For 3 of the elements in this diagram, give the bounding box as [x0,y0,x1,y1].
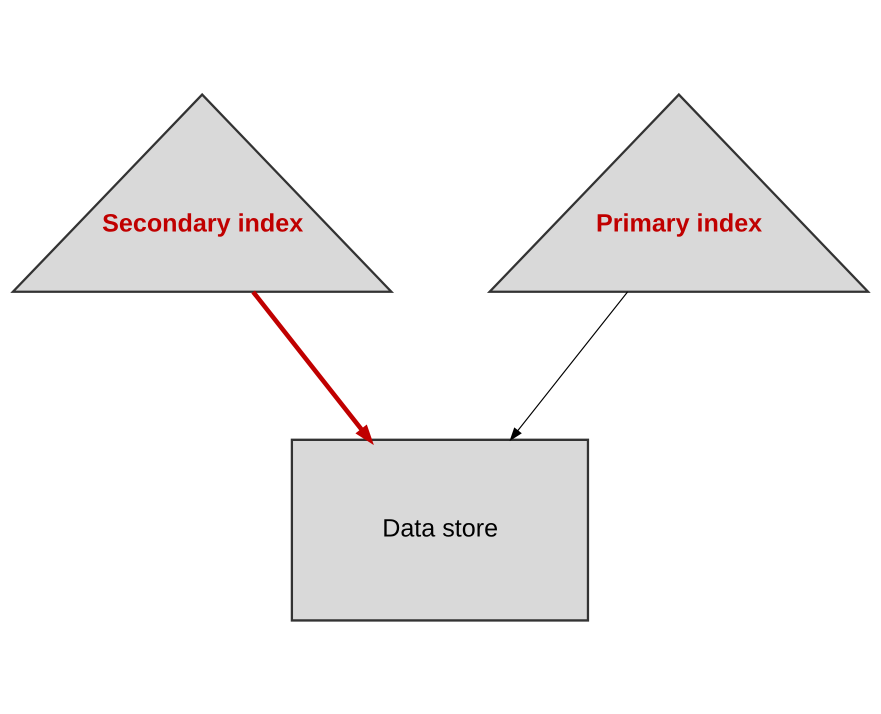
arrow [510,291,628,441]
node-box: Data store [290,438,590,622]
arrow [251,290,374,445]
